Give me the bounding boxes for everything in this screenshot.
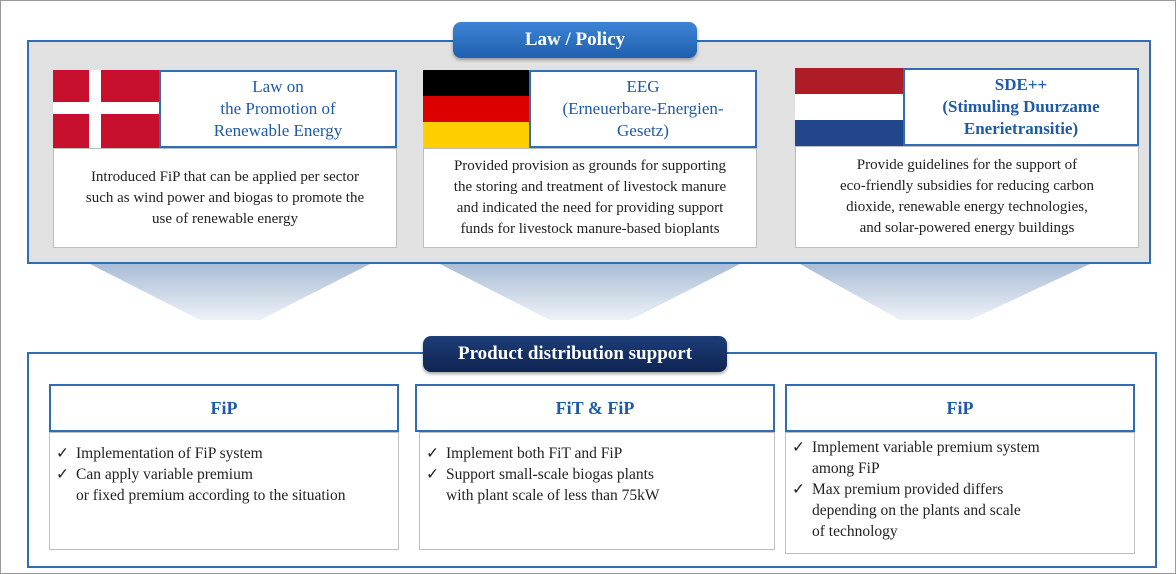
- support-body-denmark: ✓Implementation of FiP system ✓Can apply…: [49, 432, 399, 550]
- support-title-netherlands: FiP: [785, 384, 1135, 432]
- list-item: ✓Implement both FiT and FiP: [426, 445, 623, 462]
- support-body-germany: ✓Implement both FiT and FiP ✓Support sma…: [419, 432, 775, 550]
- list-item: ✓Max premium provided differs depending …: [792, 481, 1021, 540]
- list-item: ✓Can apply variable premium or fixed pre…: [56, 466, 346, 504]
- product-distribution-header: Product distribution support: [423, 336, 727, 372]
- check-icon: ✓: [792, 439, 805, 456]
- country-title-netherlands: SDE++ (Stimuling Duurzame Enerietransiti…: [903, 68, 1139, 146]
- check-icon: ✓: [56, 445, 69, 462]
- down-arrow-icon: [90, 264, 370, 320]
- law-policy-header: Law / Policy: [453, 22, 697, 58]
- germany-flag-icon: [423, 70, 531, 148]
- down-arrow-icon: [440, 264, 740, 320]
- check-icon: ✓: [426, 445, 439, 462]
- netherlands-flag-icon: [795, 68, 903, 146]
- denmark-flag-icon: [53, 70, 161, 148]
- support-body-netherlands: ✓Implement variable premium system among…: [785, 432, 1135, 554]
- country-description-netherlands: Provide guidelines for the support of ec…: [795, 146, 1139, 248]
- country-title-denmark: Law on the Promotion of Renewable Energy: [159, 70, 397, 148]
- law-policy-section: Law on the Promotion of Renewable Energy…: [27, 40, 1151, 264]
- country-description-germany: Provided provision as grounds for suppor…: [423, 148, 757, 248]
- product-distribution-section: FiP ✓Implementation of FiP system ✓Can a…: [27, 352, 1157, 568]
- down-arrow-icon: [800, 264, 1090, 320]
- check-icon: ✓: [426, 466, 439, 483]
- list-item: ✓Implementation of FiP system: [56, 445, 263, 462]
- list-item: ✓Implement variable premium system among…: [792, 439, 1040, 477]
- country-description-denmark: Introduced FiP that can be applied per s…: [53, 148, 397, 248]
- check-icon: ✓: [56, 466, 69, 483]
- flow-arrows: [90, 264, 1090, 320]
- support-title-denmark: FiP: [49, 384, 399, 432]
- check-icon: ✓: [792, 481, 805, 498]
- country-title-germany: EEG (Erneuerbare-Energien- Gesetz): [529, 70, 757, 148]
- support-title-germany: FiT & FiP: [415, 384, 775, 432]
- list-item: ✓Support small-scale biogas plants with …: [426, 466, 660, 504]
